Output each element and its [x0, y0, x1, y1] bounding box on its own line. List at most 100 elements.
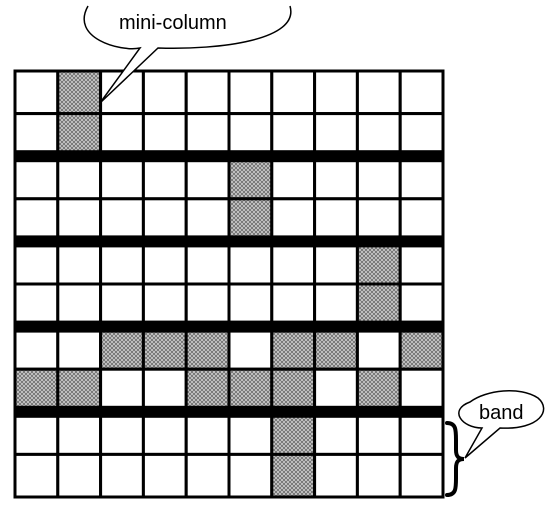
grid-cell: [184, 154, 231, 201]
grid-cell: [398, 197, 445, 243]
grid-cell: [270, 282, 317, 329]
shaded-cell: [355, 367, 402, 414]
mini-column-callout: mini-column: [83, 5, 292, 104]
grid-cell: [141, 239, 188, 286]
grid-cell: [184, 69, 231, 116]
grid-cell: [141, 112, 188, 158]
grid-cell: [355, 325, 402, 371]
shaded-cell: [270, 452, 317, 499]
shaded-cell: [313, 325, 359, 371]
grid-cell: [227, 282, 274, 329]
mini-column-label: mini-column: [119, 12, 227, 34]
shaded-cell: [56, 367, 103, 414]
shaded-cell: [56, 69, 103, 116]
grid-cell: [398, 112, 445, 158]
grid-cell: [398, 282, 445, 329]
grid-cell: [56, 452, 103, 499]
band-separator: [15, 320, 443, 333]
shaded-cell: [270, 410, 317, 456]
grid-cell: [56, 325, 103, 371]
shaded-cell: [99, 325, 145, 371]
grid-cell: [355, 197, 402, 243]
band-separator: [15, 150, 443, 163]
grid-cell: [270, 112, 317, 158]
grid-cell: [141, 154, 188, 201]
grid-cells: [13, 69, 445, 499]
grid-cell: [99, 112, 145, 158]
shaded-cell: [398, 325, 445, 371]
grid-cell: [270, 239, 317, 286]
grid-cell: [313, 452, 359, 499]
grid-cell: [56, 154, 103, 201]
grid-cell: [355, 69, 402, 116]
grid-cell: [398, 69, 445, 116]
grid-cell: [355, 452, 402, 499]
grid-cell: [13, 325, 60, 371]
grid-cell: [184, 112, 231, 158]
shaded-cell: [184, 325, 231, 371]
grid-cell: [99, 197, 145, 243]
grid-cell: [56, 282, 103, 329]
shaded-cell: [270, 367, 317, 414]
grid-cell: [99, 239, 145, 286]
grid-cell: [398, 410, 445, 456]
grid-cell: [13, 112, 60, 158]
grid-cell: [56, 410, 103, 456]
shaded-cell: [56, 112, 103, 158]
grid-cell: [13, 239, 60, 286]
grid-cell: [99, 367, 145, 414]
grid-cell: [13, 410, 60, 456]
grid-cell: [184, 239, 231, 286]
grid-cell: [313, 239, 359, 286]
grid-cell: [270, 154, 317, 201]
grid-cell: [141, 69, 188, 116]
grid-cell: [141, 452, 188, 499]
grid-cell: [227, 410, 274, 456]
grid-cell: [99, 410, 145, 456]
grid-cell: [270, 69, 317, 116]
shaded-cell: [227, 197, 274, 243]
band-callout-bubble: [458, 390, 545, 459]
grid-cell: [13, 282, 60, 329]
grid-cell: [184, 452, 231, 499]
grid-cell: [398, 154, 445, 201]
grid-cell: [313, 367, 359, 414]
grid-outer-border: [13, 69, 445, 499]
grid-cell: [99, 154, 145, 201]
shaded-cell: [355, 282, 402, 329]
grid-cell: [313, 154, 359, 201]
grid-cell: [227, 69, 274, 116]
shaded-cell: [227, 367, 274, 414]
band-separators: [15, 150, 443, 418]
grid-cell: [355, 112, 402, 158]
grid-cell: [13, 452, 60, 499]
shaded-cell: [355, 239, 402, 286]
grid-cell: [355, 154, 402, 201]
grid-cell: [99, 282, 145, 329]
grid-cell: [13, 69, 60, 116]
mini-column-callout-bubble: [83, 5, 292, 104]
grid-cell: [56, 239, 103, 286]
grid-cell: [313, 69, 359, 116]
shaded-cell: [141, 325, 188, 371]
grid-cell: [355, 410, 402, 456]
grid-cell: [13, 197, 60, 243]
grid-cell: [141, 282, 188, 329]
grid-cell: [313, 112, 359, 158]
grid-cell: [184, 410, 231, 456]
grid-cell: [398, 239, 445, 286]
grid-cell: [398, 367, 445, 414]
grid-cell: [13, 154, 60, 201]
shaded-cell: [270, 325, 317, 371]
band-label: band: [479, 402, 524, 424]
grid-cell: [270, 197, 317, 243]
band-separator: [15, 405, 443, 418]
grid-cell: [313, 282, 359, 329]
grid-cell: [227, 239, 274, 286]
grid-cell: [56, 197, 103, 243]
grid-cell: [227, 452, 274, 499]
band-brace: [445, 421, 465, 497]
shaded-cell: [184, 367, 231, 414]
shaded-cell: [227, 154, 274, 201]
